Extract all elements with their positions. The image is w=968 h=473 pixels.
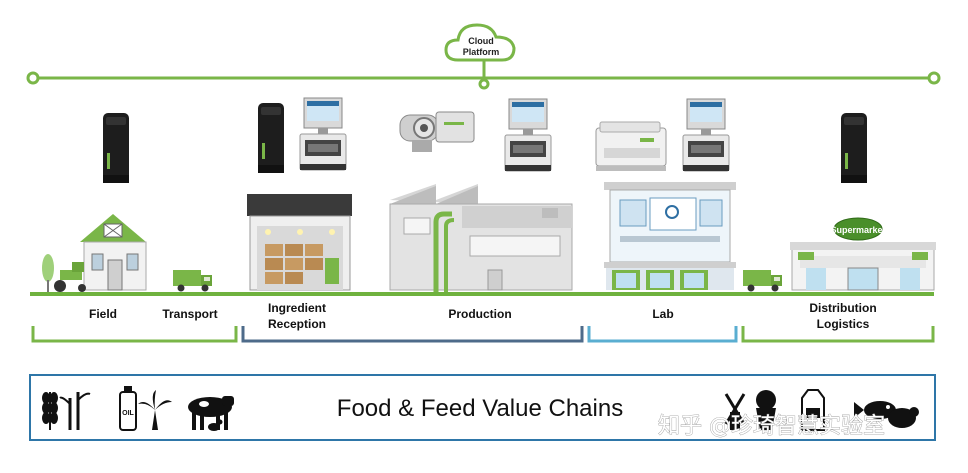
network-endpoint-right <box>927 71 941 85</box>
warehouse-icon <box>247 194 352 291</box>
factory-icon <box>389 184 573 292</box>
cloud-label-line2: Platform <box>463 47 500 57</box>
watermark-text: 知乎 @珍琦智慧实验室 <box>658 414 885 439</box>
benchtop-analyzer-icon <box>299 97 347 171</box>
wheat-icon <box>42 392 58 430</box>
supermarket-sign: Supermarket <box>830 225 885 235</box>
cow-icon <box>188 396 234 430</box>
oil-bottle-icon: OIL <box>119 386 137 431</box>
bracket-ingredient-production <box>241 326 584 343</box>
farm-house-icon <box>80 214 147 291</box>
fish-icon <box>854 401 896 419</box>
tractor-icon <box>54 262 86 292</box>
cloud-platform-icon: Cloud Platform <box>444 23 516 62</box>
banner-title: Food & Feed Value Chains <box>337 395 623 422</box>
handheld-analyzer-icon <box>841 113 867 183</box>
stage-label-transport: Transport <box>162 307 217 321</box>
truck-icon <box>173 270 212 292</box>
windmill-icon <box>724 393 746 430</box>
network-node <box>478 78 490 90</box>
stage-label-distribution-line1: Distribution <box>809 301 876 315</box>
cloud-network-line <box>26 58 941 90</box>
value-chain-banner <box>29 374 936 441</box>
bracket-lab <box>587 326 738 343</box>
handheld-analyzer-icon <box>258 103 284 173</box>
stage-label-lab: Lab <box>652 307 673 321</box>
stage-label-production: Production <box>448 307 511 321</box>
pig-icon <box>888 407 919 428</box>
oil-label: OIL <box>122 410 134 417</box>
truck-icon <box>743 270 782 292</box>
stage-label-ingredient-line1: Ingredient <box>268 301 326 315</box>
stage-label-distribution-line2: Logistics <box>817 317 870 331</box>
stage-label-field: Field <box>89 307 117 321</box>
stage-label-ingredient-line2: Reception <box>268 317 326 331</box>
benchtop-analyzer-icon <box>682 98 730 172</box>
tree-icon <box>42 254 54 292</box>
bracket-distribution <box>741 326 935 343</box>
ground-line <box>30 292 934 296</box>
supermarket-icon: Supermarket <box>790 217 936 291</box>
muffin-icon <box>756 390 776 430</box>
sugarcane-icon <box>59 392 91 430</box>
cloud-label-line1: Cloud <box>468 36 494 46</box>
lab-analyzer-icon <box>595 121 667 171</box>
palm-tree-icon <box>138 390 172 430</box>
milk-carton-icon <box>801 389 825 431</box>
inline-sensor-icon <box>399 111 475 152</box>
lab-building-icon <box>604 182 736 290</box>
chicken-icon <box>208 419 223 431</box>
handheld-analyzer-icon <box>103 113 129 183</box>
benchtop-analyzer-icon <box>504 98 552 172</box>
bracket-field-transport <box>31 326 238 343</box>
network-endpoint-left <box>26 71 40 85</box>
